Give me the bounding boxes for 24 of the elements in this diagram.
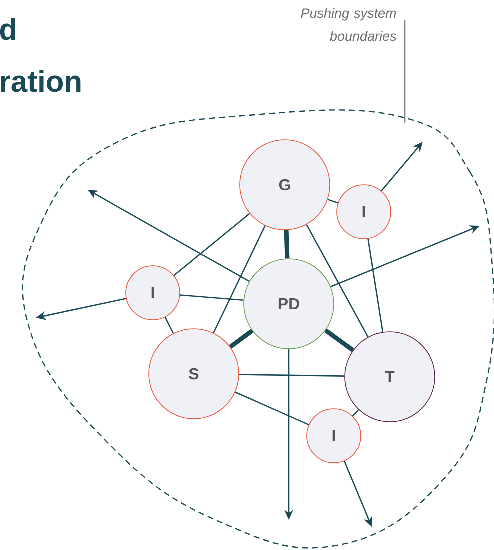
connector-line xyxy=(164,317,174,334)
connector-line xyxy=(368,238,384,332)
circle-node: PD xyxy=(244,258,334,350)
connector-line xyxy=(213,226,266,334)
connector-line xyxy=(324,328,355,352)
leader-line xyxy=(404,20,406,123)
annotation-text: Pushing system boundaries xyxy=(301,8,396,42)
connector-line xyxy=(284,230,290,259)
dashed-boundary xyxy=(22,110,494,549)
circle-node: S xyxy=(148,328,240,420)
circle-node: I xyxy=(306,408,362,464)
circle-node: I xyxy=(126,266,180,320)
connector-line xyxy=(229,329,254,349)
circle-node: I xyxy=(336,184,392,240)
circle-node: T xyxy=(344,332,436,422)
circle-node: G xyxy=(240,140,330,230)
title: d ration xyxy=(0,18,81,92)
connector-line xyxy=(328,199,338,204)
connector-line xyxy=(180,294,244,301)
connector-line xyxy=(235,392,310,426)
connector-line xyxy=(174,213,250,276)
connector-line xyxy=(352,409,360,417)
connector-line xyxy=(306,224,369,338)
connector-line xyxy=(239,374,345,377)
